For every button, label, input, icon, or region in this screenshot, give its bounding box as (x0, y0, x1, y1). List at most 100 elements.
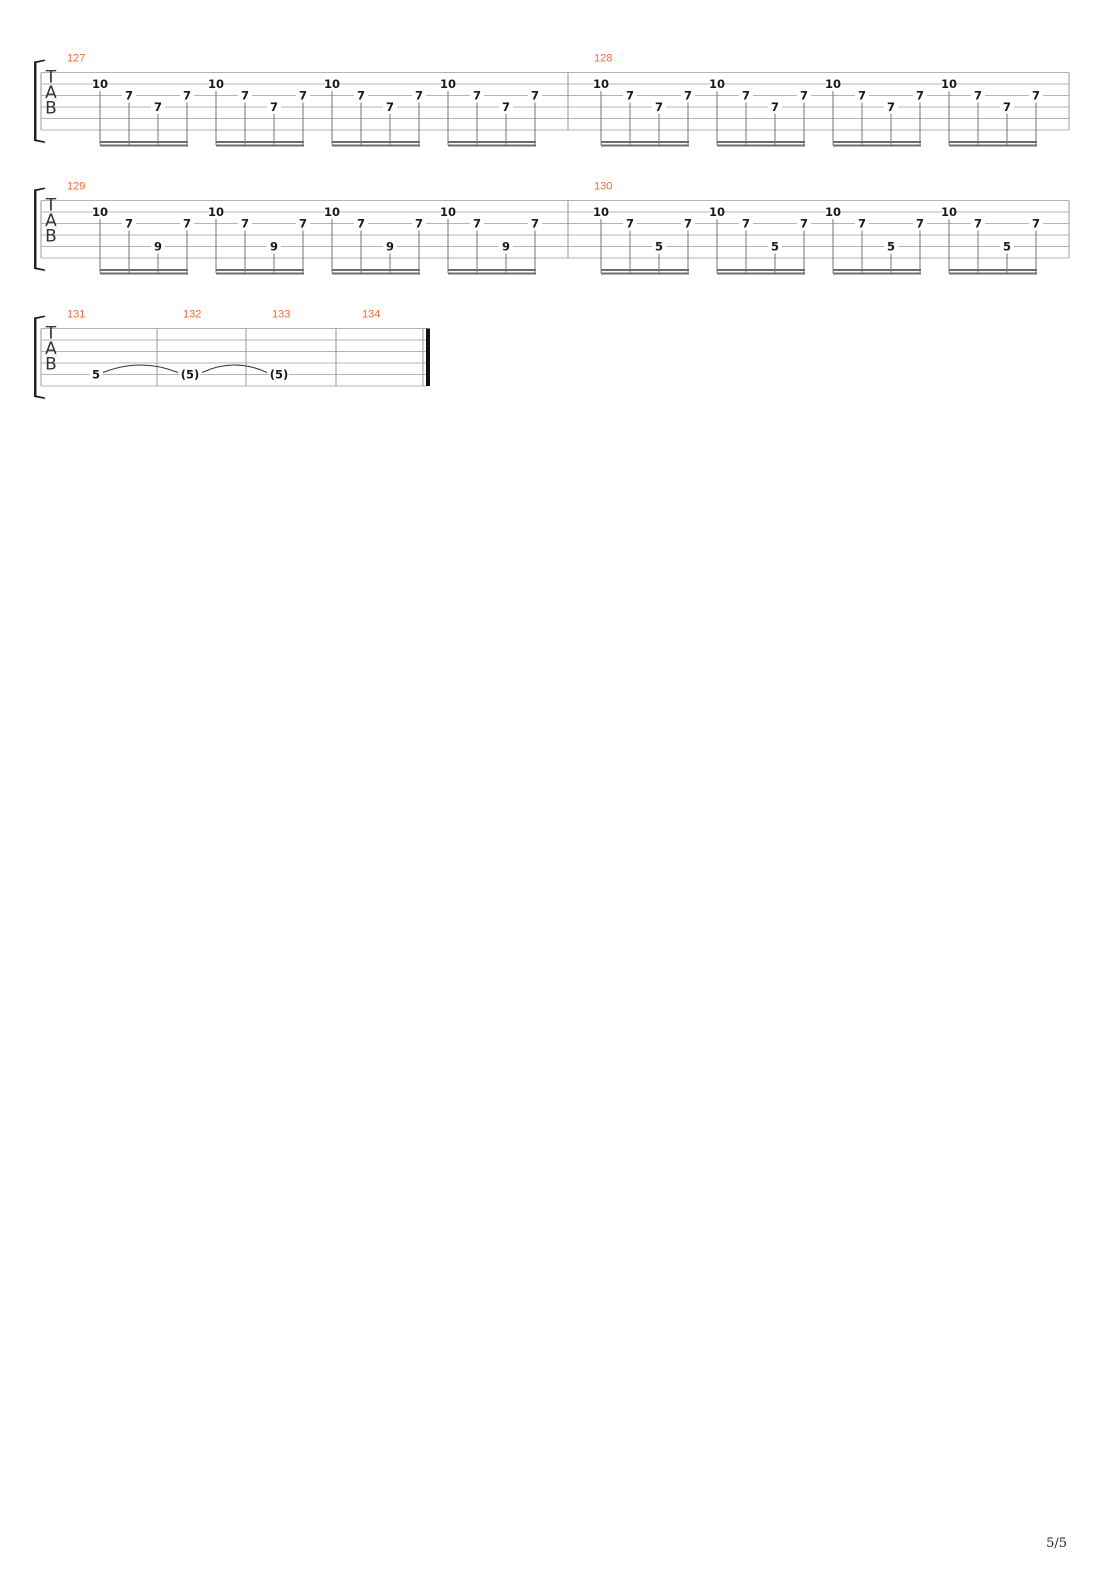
tab-clef-letter-A: A (45, 211, 57, 231)
tab-clef-letter-T: T (45, 324, 57, 344)
fret-number: 7 (887, 100, 895, 114)
beam (216, 269, 304, 271)
fret-number: 10 (92, 205, 108, 219)
fret-number: 10 (941, 77, 957, 91)
beam (949, 272, 1037, 275)
fret-number: 10 (440, 205, 456, 219)
fret-number: 7 (386, 100, 394, 114)
fret-number: 7 (154, 100, 162, 114)
fret-mask (238, 90, 252, 101)
beam (833, 144, 921, 147)
fret-number: 5 (887, 240, 895, 254)
fret-mask (1000, 101, 1014, 113)
tab-clef-letter-A: A (45, 339, 57, 359)
fret-mask (267, 241, 281, 252)
fret-mask (594, 78, 608, 90)
fret-mask (93, 206, 107, 218)
fret-mask (528, 90, 542, 101)
fret-number: 7 (502, 100, 510, 114)
beam (216, 141, 304, 143)
fret-mask (913, 218, 927, 229)
fret-mask (151, 241, 165, 252)
fret-number: 7 (125, 89, 133, 103)
fret-mask (412, 218, 426, 229)
fret-mask (354, 90, 368, 101)
fret-mask (93, 78, 107, 90)
beam (717, 141, 805, 143)
tab-clef-letter-B: B (45, 355, 57, 375)
fret-mask (739, 90, 753, 101)
fret-mask (797, 90, 811, 101)
fret-mask (826, 78, 840, 90)
fret-mask (499, 101, 513, 113)
fret-mask (180, 218, 194, 229)
fret-mask (180, 369, 200, 380)
fret-number: 7 (974, 217, 982, 231)
measure-number: 127 (67, 53, 85, 65)
fret-mask (971, 90, 985, 101)
system-bracket (34, 187, 45, 271)
fret-mask (971, 218, 985, 229)
fret-number: 7 (299, 89, 307, 103)
fret-number: 7 (858, 89, 866, 103)
fret-number: 7 (415, 89, 423, 103)
fret-number: 7 (974, 89, 982, 103)
fret-mask (652, 241, 666, 252)
fret-mask (441, 206, 455, 218)
fret-number: 7 (183, 217, 191, 231)
fret-mask (441, 78, 455, 90)
fret-number: 7 (800, 217, 808, 231)
system-bracket (34, 59, 45, 143)
tab-clef-letter-A: A (45, 83, 57, 103)
fret-number: 7 (125, 217, 133, 231)
fret-number: 7 (684, 89, 692, 103)
fret-number: 7 (655, 100, 663, 114)
fret-mask (296, 218, 310, 229)
system-bracket (34, 315, 45, 399)
beam (216, 144, 304, 147)
fret-number: 7 (800, 89, 808, 103)
beam (448, 272, 536, 275)
beam (833, 141, 921, 143)
fret-mask (739, 218, 753, 229)
fret-number: 7 (473, 89, 481, 103)
fret-mask (325, 78, 339, 90)
beam (717, 269, 805, 271)
fret-mask (269, 369, 289, 380)
fret-mask (151, 101, 165, 113)
beam (216, 272, 304, 275)
tie-arc (102, 364, 179, 373)
measure-number: 130 (594, 181, 612, 193)
fret-mask (826, 206, 840, 218)
beam (332, 272, 420, 275)
fret-number: 10 (324, 205, 340, 219)
fret-number: 10 (825, 205, 841, 219)
fret-number: 7 (299, 217, 307, 231)
fret-mask (855, 218, 869, 229)
fret-mask (383, 101, 397, 113)
beam (100, 272, 188, 275)
fret-number: 7 (858, 217, 866, 231)
fret-mask (354, 218, 368, 229)
fret-number: 5 (771, 240, 779, 254)
measure-number: 131 (67, 309, 85, 321)
page-number: 5/5 (1046, 1536, 1067, 1551)
beam (717, 144, 805, 147)
fret-mask (652, 101, 666, 113)
fret-number: 7 (742, 217, 750, 231)
fret-number: 7 (771, 100, 779, 114)
